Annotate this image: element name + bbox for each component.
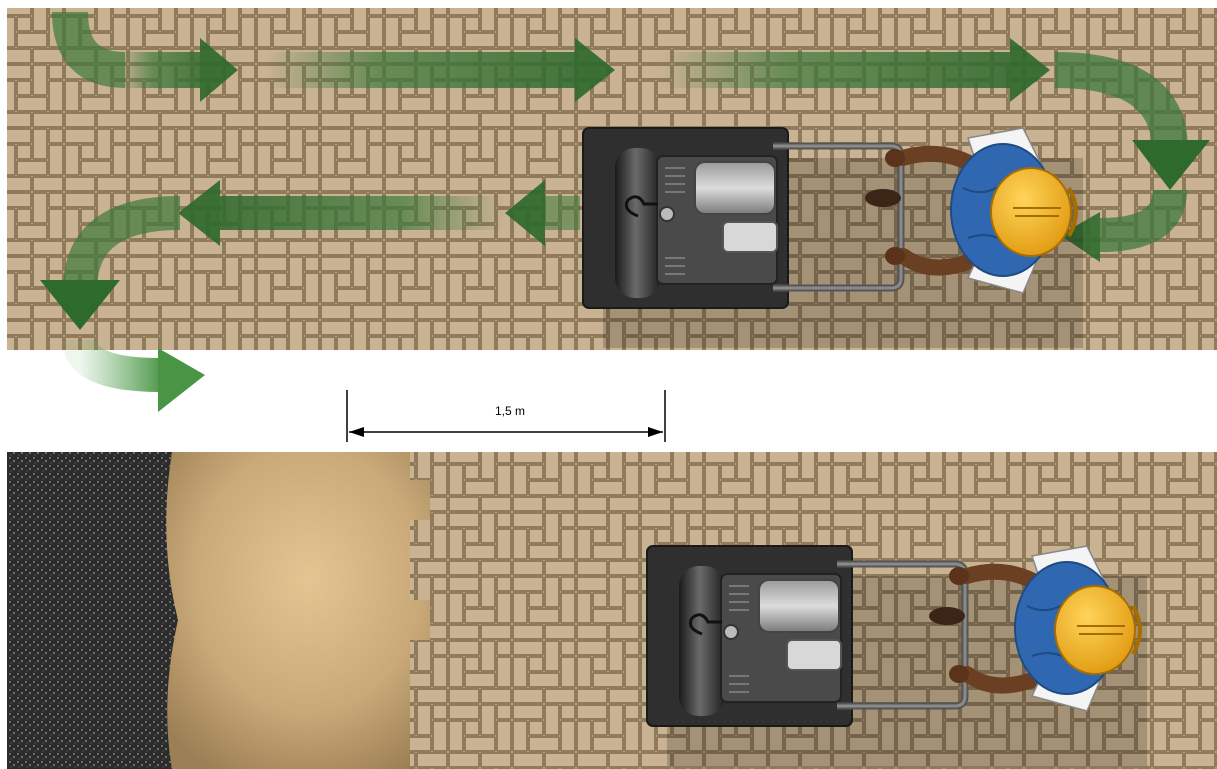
arrow-exit-head: [158, 348, 205, 412]
compactor-bottom: [647, 546, 1147, 766]
top-panel: [7, 8, 1217, 350]
dimension-label: 1,5 m: [470, 404, 550, 418]
sand-bed: [158, 452, 430, 769]
compactor-top: [583, 128, 1083, 348]
gravel-base: [7, 452, 178, 769]
bottom-panel: [7, 452, 1217, 769]
